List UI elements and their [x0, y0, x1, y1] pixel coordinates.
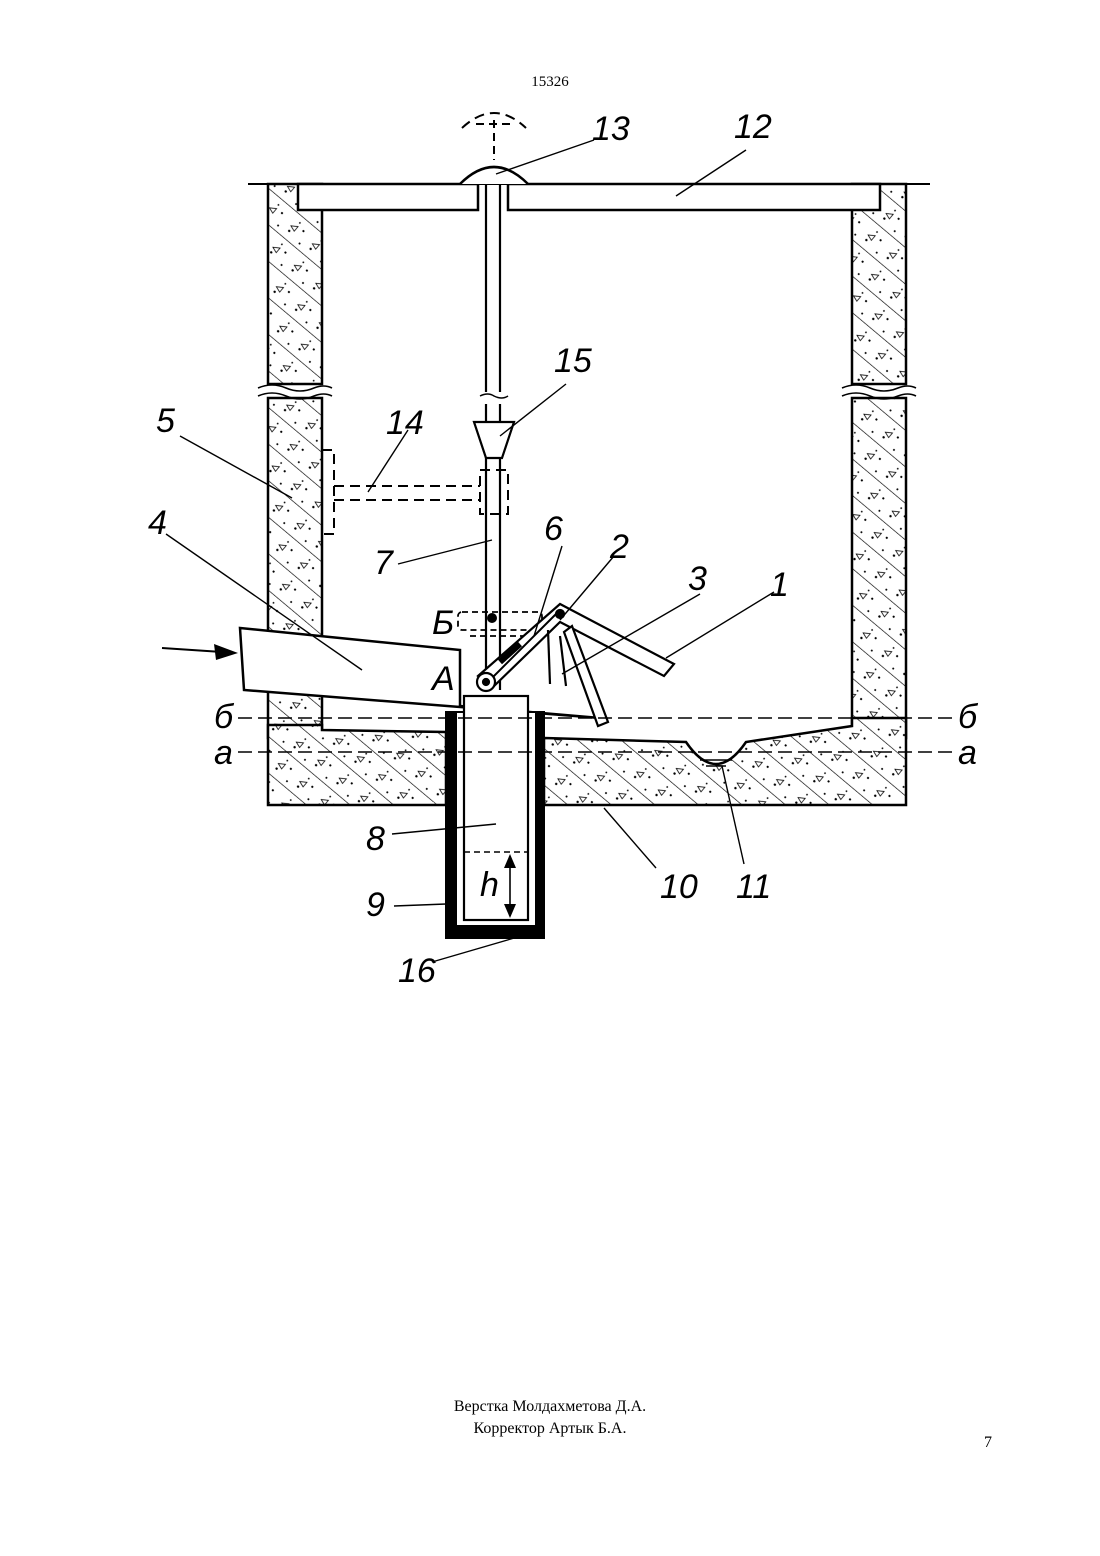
label-1: 1	[770, 566, 789, 604]
label-15: 15	[554, 342, 592, 380]
label-point-a: А	[430, 660, 455, 698]
label-6: 6	[544, 510, 563, 548]
label-5: 5	[156, 402, 175, 440]
label-2: 2	[609, 528, 629, 566]
label-11: 11	[736, 868, 771, 906]
patent-number: 15326	[0, 74, 1100, 91]
label-dimension-h: h	[480, 866, 499, 904]
label-level-a-right: а	[958, 734, 977, 772]
label-10: 10	[660, 868, 698, 906]
technical-drawing: 13 12 15 14 5 4 7 6 2 3 1 8 9 16 10 11 Б…	[140, 98, 1020, 998]
label-9: 9	[366, 886, 385, 924]
label-12: 12	[734, 108, 772, 146]
label-8: 8	[366, 820, 385, 858]
label-3: 3	[688, 560, 707, 598]
label-16: 16	[398, 952, 436, 990]
corrector-credit: Корректор Артык Б.А.	[0, 1418, 1100, 1440]
layout-credit: Верстка Молдахметова Д.А.	[0, 1396, 1100, 1418]
page-number: 7	[984, 1434, 992, 1452]
bottom-slab-right	[544, 718, 906, 805]
cone	[474, 422, 514, 458]
cap	[460, 167, 528, 184]
label-point-b: Б	[432, 604, 454, 642]
label-14: 14	[386, 404, 424, 442]
label-7: 7	[374, 544, 394, 582]
label-13: 13	[592, 110, 630, 148]
bottom-slab	[268, 725, 446, 805]
cover-slab	[298, 184, 478, 210]
cover-slab-right	[508, 184, 880, 210]
label-level-b-right: б	[958, 698, 979, 736]
footer: Верстка Молдахметова Д.А. Корректор Арты…	[0, 1396, 1100, 1440]
right-wall	[842, 184, 916, 738]
label-level-b-left: б	[214, 698, 235, 736]
bracket	[322, 450, 508, 534]
label-level-a-left: а	[214, 734, 233, 772]
label-4: 4	[148, 504, 167, 542]
